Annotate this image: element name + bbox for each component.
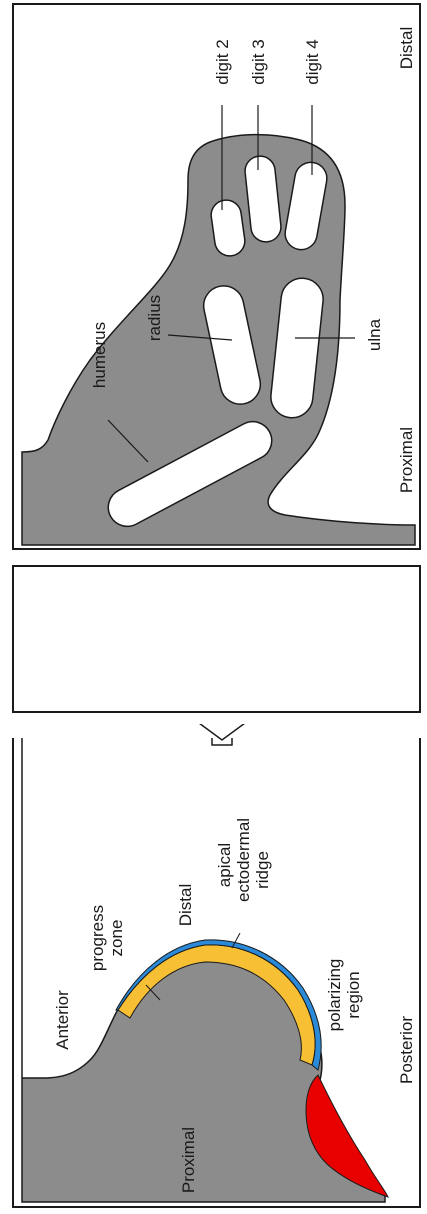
label-humerus: humerus <box>90 322 109 388</box>
label-proximal: Proximal <box>397 427 416 493</box>
panel-early-limb-bud: Anterior Posterior Proximal Distal progr… <box>13 727 420 1207</box>
label-posterior: Posterior <box>397 1016 416 1084</box>
label-proximal: Proximal <box>179 1127 198 1193</box>
label-ulna: ulna <box>365 318 384 351</box>
label-digit-2: digit 2 <box>213 39 232 84</box>
panel-mature-limb: Proximal Distal humerus radius ulna digi… <box>13 4 420 549</box>
label-distal: Distal <box>176 884 195 927</box>
label-digit-3: digit 3 <box>249 39 268 84</box>
label-aer-line1: apical <box>215 843 234 887</box>
label-progress-zone-line1: progress <box>88 905 107 971</box>
label-polarizing-line2: region <box>344 971 363 1018</box>
label-progress-zone-line2: zone <box>107 920 126 957</box>
label-distal: Distal <box>397 27 416 70</box>
label-polarizing-line1: polarizing <box>325 959 344 1032</box>
middle-panel-overlay <box>0 550 427 740</box>
label-anterior: Anterior <box>53 990 72 1050</box>
label-radius: radius <box>145 295 164 341</box>
label-digit-4: digit 4 <box>303 39 322 84</box>
label-aer-line3: ridge <box>253 851 272 889</box>
label-aer-line2: ectodermal <box>234 818 253 902</box>
